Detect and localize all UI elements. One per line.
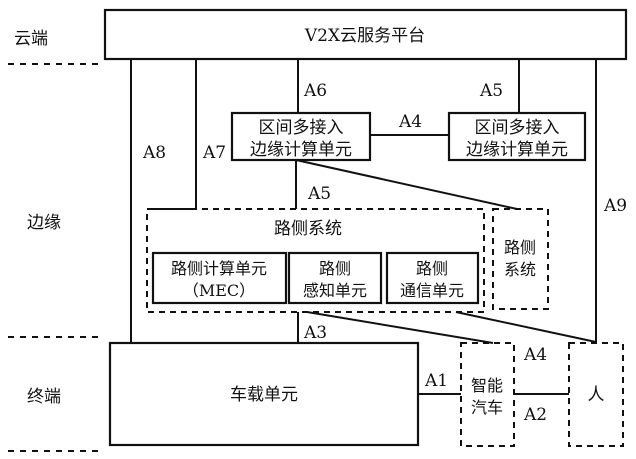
link-roadside-to-car-line: [306, 311, 494, 344]
link-label-a5-cloud: A5: [479, 81, 503, 101]
link-label-a5-edge: A5: [307, 184, 331, 204]
link-label-a9: A9: [603, 196, 627, 216]
cloud-platform-label: V2X云服务平台: [304, 26, 425, 46]
roadside-compute-box: [151, 251, 288, 305]
cloud-platform-box: [103, 8, 628, 61]
smart-car-line1: 智能: [471, 376, 503, 395]
onboard-unit-box: [108, 341, 420, 447]
edge-unit-left-line1: 区间多接入: [259, 118, 344, 138]
link-label-a1: A1: [424, 371, 448, 391]
link-label-a7: A7: [202, 143, 226, 163]
smart-car-line2: 汽车: [471, 398, 503, 417]
layer-label-terminal: 终端: [27, 387, 61, 407]
roadside-system-group: [146, 208, 485, 313]
person-label: 人: [588, 385, 605, 405]
link-label-a4-edge: A4: [398, 112, 422, 132]
link-label-a8: A8: [142, 143, 166, 163]
edge-unit-right-line1: 区间多接入: [475, 118, 560, 138]
link-label-a3: A3: [303, 323, 327, 343]
link-label-a4-terminal: A4: [523, 345, 547, 365]
roadside-comm-line1: 路侧: [416, 259, 448, 278]
link-roadside-to-person-line: [455, 311, 597, 343]
edge-unit-right-box: [447, 111, 587, 162]
roadside-compute-line1: 路侧计算单元: [171, 259, 267, 278]
roadside-compute-line2: （MEC）: [183, 281, 255, 300]
roadside-comm-line2: 通信单元: [400, 281, 464, 300]
smart-car-group: [460, 342, 515, 447]
person-group: [568, 342, 624, 447]
link-label-a6: A6: [303, 81, 327, 101]
edge-unit-left-box: [230, 111, 372, 162]
roadside-sensing-box: [287, 251, 383, 305]
roadside-system-title: 路侧系统: [274, 219, 342, 239]
link-a7-line: [150, 59, 197, 210]
roadside-sensing-line2: 感知单元: [303, 281, 367, 300]
layer-label-cloud: 云端: [14, 29, 48, 49]
link-label-a2: A2: [523, 405, 547, 425]
link-edge-to-roadside-line: [295, 159, 518, 210]
edge-unit-left-line2: 边缘计算单元: [250, 140, 352, 160]
roadside-comm-box: [385, 251, 480, 305]
edge-unit-right-line2: 边缘计算单元: [466, 140, 568, 160]
roadside-system-small-group: [492, 208, 549, 310]
roadside-sensing-line1: 路侧: [319, 259, 351, 278]
roadside-system-small-line1: 路侧: [504, 238, 536, 257]
layer-label-edge: 边缘: [27, 213, 61, 233]
onboard-unit-label: 车载单元: [230, 385, 298, 405]
roadside-system-small-line2: 系统: [504, 260, 536, 279]
